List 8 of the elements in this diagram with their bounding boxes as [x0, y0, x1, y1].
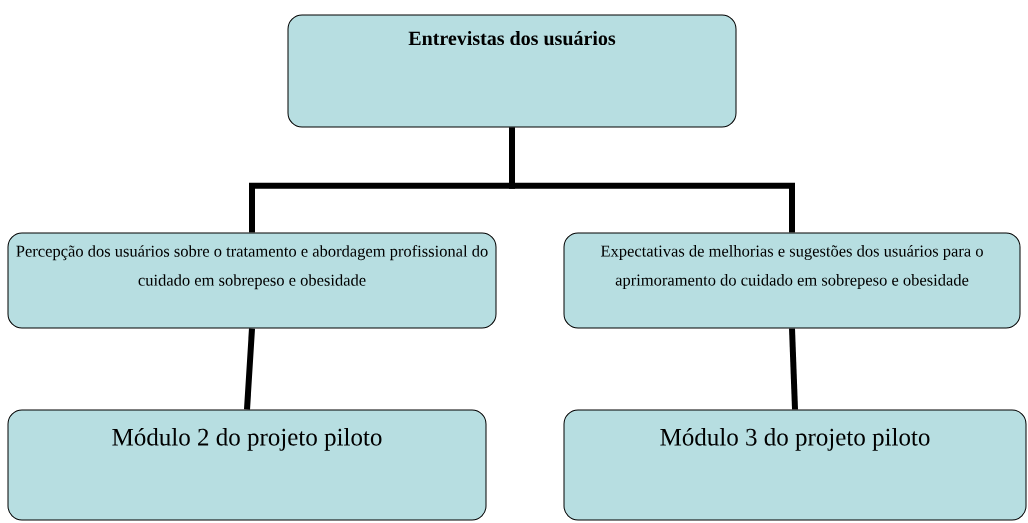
connector-line [509, 127, 795, 233]
process-box: Módulo 3 do projeto piloto [563, 409, 1027, 521]
process-box: Percepção dos usuários sobre o tratamento e abordagem profissional do cuidado em sobrepeso e obesidade [7, 232, 497, 329]
process-box: Módulo 2 do projeto piloto [7, 409, 487, 521]
process-box: Expectativas de melhorias e sugestões dos usuários para o aprimoramento do cuidado em sobrepeso e obesidade [563, 232, 1021, 329]
connector-line [244, 328, 255, 410]
connector-line [789, 328, 798, 410]
process-box: Entrevistas dos usuários [287, 14, 737, 128]
